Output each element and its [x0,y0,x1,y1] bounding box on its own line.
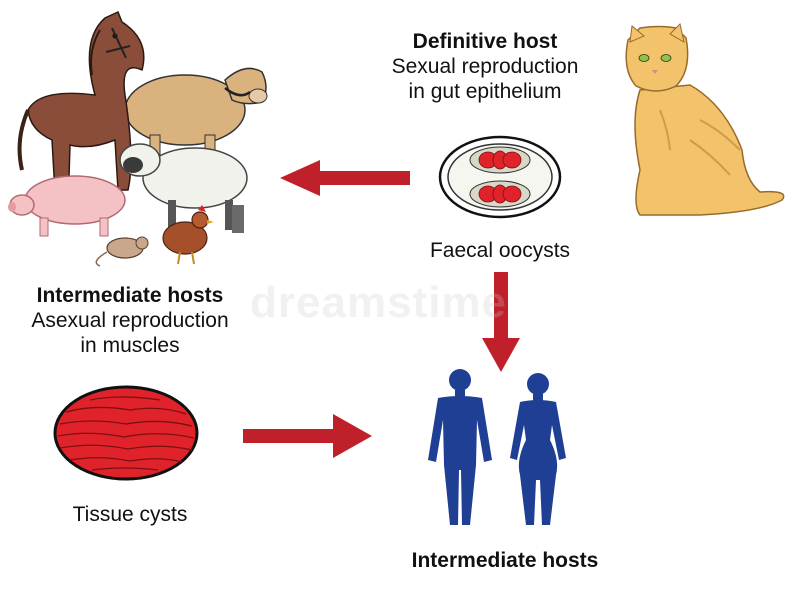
intermediate-hosts-animals-line1: Asexual reproduction [31,309,229,333]
arrow-tissue-to-humans [243,414,372,458]
definitive-host-line1: Sexual reproduction [391,55,579,79]
definitive-host-label: Definitive host Sexual reproduction in g… [360,29,610,105]
arrow-oocyst-to-humans [482,272,520,372]
animals-illustration [8,10,268,267]
intermediate-hosts-animals-title: Intermediate hosts [36,284,224,307]
pig-icon [8,175,126,237]
tissue-cysts-label: Tissue cysts [72,503,188,526]
male-human-icon [428,369,492,525]
rat-icon [95,236,149,267]
arrow-oocyst-to-animals [280,160,410,196]
sheep-icon [119,143,248,233]
intermediate-hosts-animals-label: Intermediate hosts Asexual reproduction … [5,283,255,359]
oocyst-icon [438,135,562,219]
female-human-icon [510,373,566,525]
watermark: dreamstime [250,278,508,327]
faecal-oocysts-label: Faecal oocysts [429,239,571,262]
intermediate-hosts-humans-label: Intermediate hosts [411,549,599,572]
intermediate-hosts-animals-line2: in muscles [80,334,180,358]
chicken-icon [162,205,214,265]
definitive-host-title: Definitive host [412,30,558,53]
definitive-host-line2: in gut epithelium [408,80,562,104]
cat-icon [625,23,785,216]
tissue-cyst-icon [53,385,199,481]
